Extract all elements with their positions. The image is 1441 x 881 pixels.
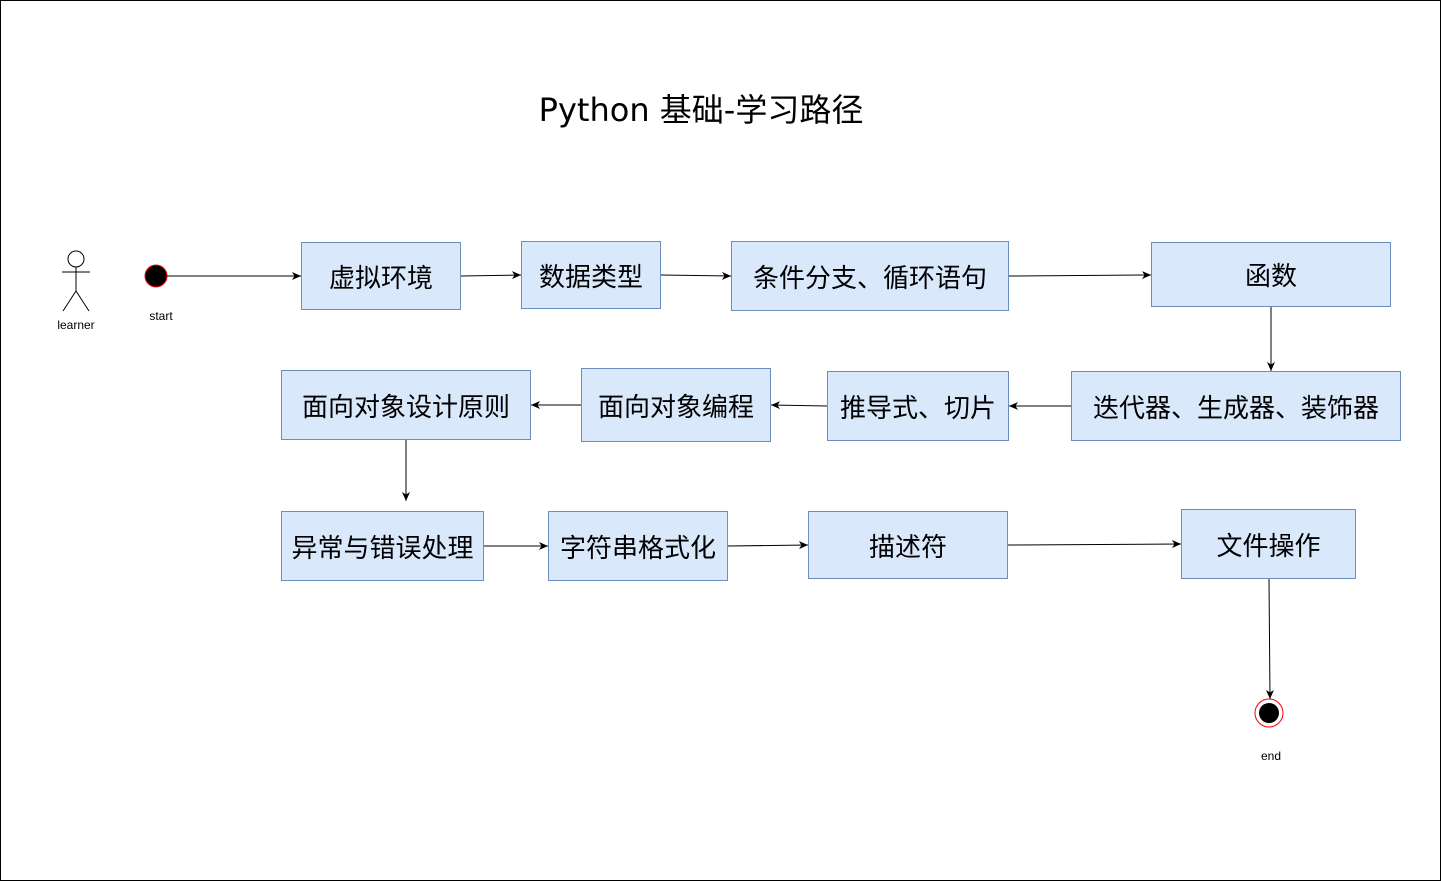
end-node[interactable] (1254, 698, 1284, 728)
arrow-node-12-to-end (1265, 578, 1274, 700)
node-file-operations[interactable]: 文件操作 (1181, 509, 1356, 579)
arrow-node-3-to-node-4 (1008, 271, 1152, 280)
diagram-title: Python 基础-学习路径 (538, 91, 864, 129)
end-label: end (1260, 749, 1282, 763)
actor-label: learner (57, 318, 95, 332)
arrow-node-10-to-node-11 (727, 541, 809, 550)
node-exception-handling[interactable]: 异常与错误处理 (281, 511, 484, 581)
node-comprehensions-slicing[interactable]: 推导式、切片 (827, 371, 1009, 441)
arrow-node-11-to-node-12 (1007, 540, 1182, 549)
start-node[interactable] (144, 264, 168, 288)
node-string-formatting[interactable]: 字符串格式化 (548, 511, 728, 581)
start-label: start (149, 309, 173, 323)
node-data-types[interactable]: 数据类型 (521, 241, 661, 309)
actor-icon[interactable] (62, 250, 90, 312)
node-oop-design-principles[interactable]: 面向对象设计原则 (281, 370, 531, 440)
node-functions[interactable]: 函数 (1151, 242, 1391, 307)
node-virtual-env[interactable]: 虚拟环境 (301, 242, 461, 310)
node-descriptors[interactable]: 描述符 (808, 511, 1008, 579)
arrow-node-1-to-node-2 (460, 271, 522, 280)
node-iterators-generators-decorators[interactable]: 迭代器、生成器、装饰器 (1071, 371, 1401, 441)
arrow-node-2-to-node-3 (660, 271, 732, 280)
node-conditions-loops[interactable]: 条件分支、循环语句 (731, 241, 1009, 311)
arrow-node-6-to-node-7 (770, 401, 828, 410)
node-oop[interactable]: 面向对象编程 (581, 368, 771, 442)
